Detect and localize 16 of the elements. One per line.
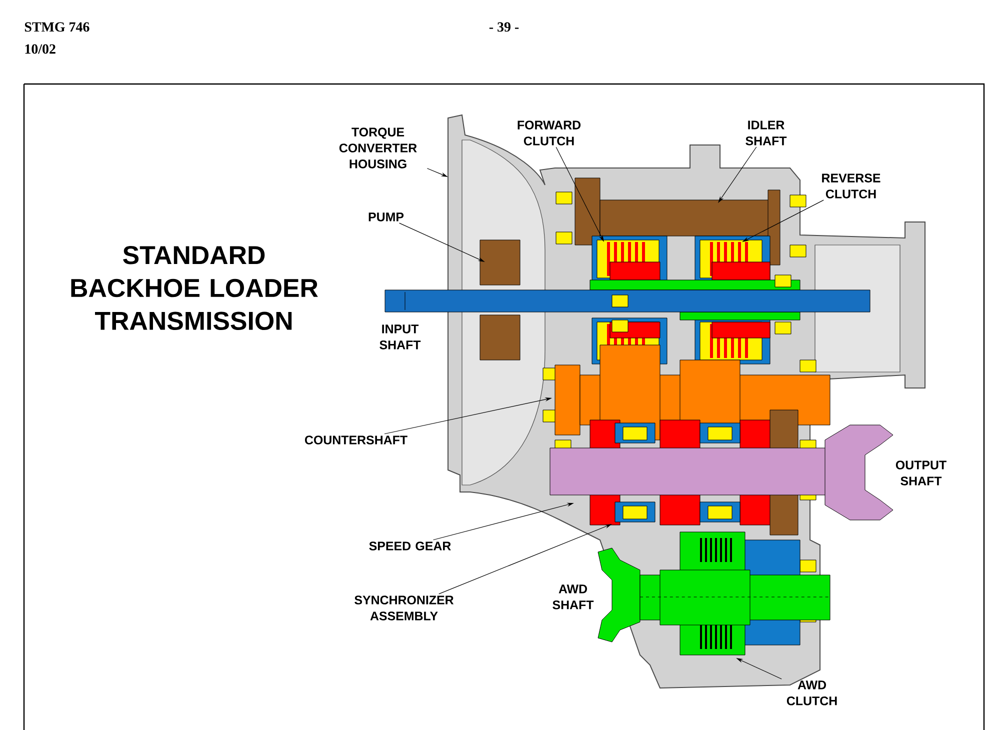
page-header: - 39 - bbox=[489, 22, 519, 32]
page-header: STMG 746 bbox=[24, 22, 90, 32]
callout-label: COUNTERSHAFT bbox=[304, 436, 408, 444]
callout-label: REVERSE CLUTCH bbox=[822, 174, 880, 198]
part-label: OUTPUT SHAFT bbox=[896, 460, 946, 486]
part-label: INPUT SHAFT bbox=[380, 324, 421, 350]
diagram-title: STANDARD BACKHOE LOADER TRANSMISSION bbox=[71, 246, 318, 330]
callout-label: PUMP bbox=[368, 212, 404, 222]
callout-label: SYNCHRONIZER ASSEMBLY bbox=[354, 596, 454, 620]
callout-label: TORQUE CONVERTER HOUSING bbox=[339, 128, 417, 168]
callout-label: IDLER SHAFT bbox=[746, 120, 787, 146]
page-header: 10/02 bbox=[25, 44, 56, 54]
callout-label: FORWARD CLUTCH bbox=[518, 120, 581, 146]
callout-label: AWD CLUTCH bbox=[786, 680, 837, 706]
part-label: AWD SHAFT bbox=[552, 584, 594, 610]
callout-label: SPEED GEAR bbox=[369, 542, 451, 550]
